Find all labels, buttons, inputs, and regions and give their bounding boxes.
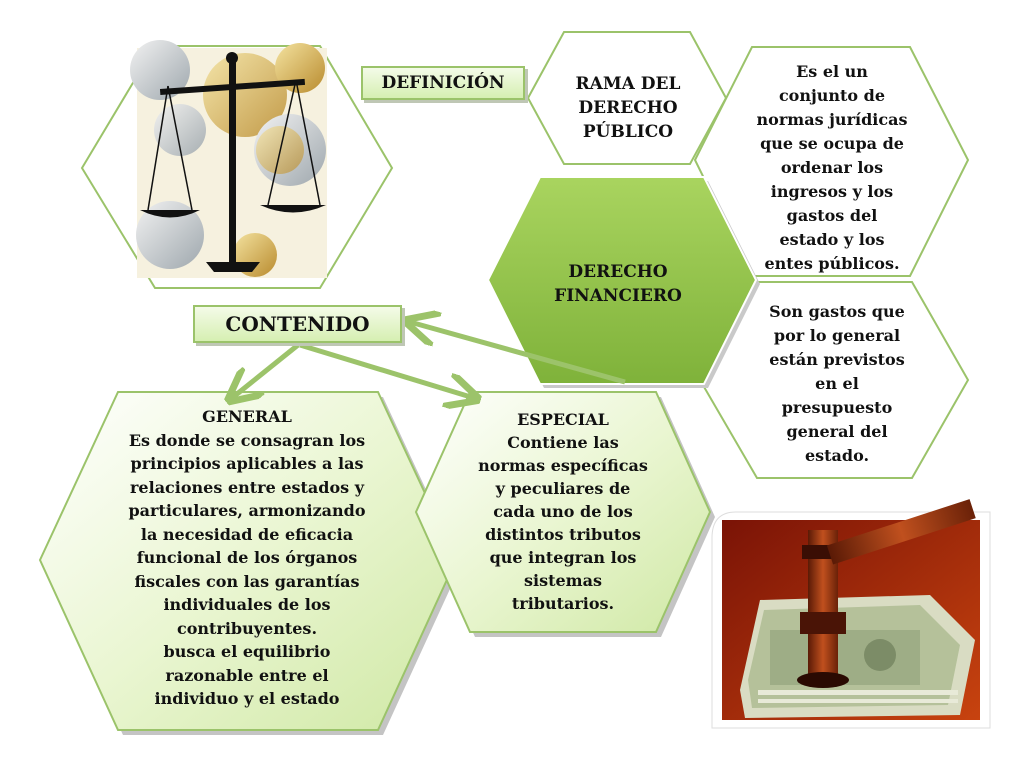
scales-hexagon: [80, 40, 394, 289]
derecho-to-contenido-arrow: [410, 322, 626, 385]
gavel-image-frame: [711, 499, 991, 729]
scales-of-justice-image: [130, 40, 327, 278]
contenido-to-especial-arrow: [299, 342, 474, 398]
general-heading: GENERAL: [202, 407, 292, 426]
especial-heading: ESPECIAL: [517, 410, 609, 429]
contenido-label: CONTENIDO: [193, 305, 402, 343]
definicion-label: DEFINICIÓN: [361, 66, 525, 100]
contenido-to-general-arrow: [232, 343, 300, 398]
gavel-on-dollar-bills-image: [722, 499, 980, 720]
